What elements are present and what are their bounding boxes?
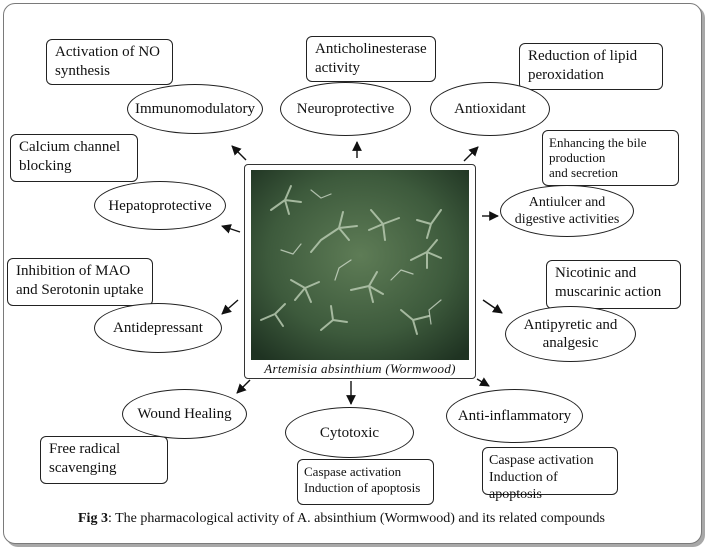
activity-antidepressant: Antidepressant (94, 303, 222, 353)
wormwood-plant-image (251, 170, 469, 360)
activity-anti-inflammatory: Anti-inflammatory (446, 389, 583, 443)
mechanism-free-radical: Free radical scavenging (40, 436, 168, 484)
mechanism-lipid-peroxidation: Reduction of lipid peroxidation (519, 43, 663, 90)
mechanism-text: Inhibition of MAO (16, 263, 131, 279)
mechanism-text: blocking (19, 158, 72, 174)
mechanism-caspase-cytotoxic: Caspase activation Induction of apoptosi… (297, 459, 434, 505)
activity-hepatoprotective: Hepatoprotective (94, 181, 226, 230)
mechanism-text: synthesis (55, 63, 111, 79)
activity-antiulcer: Antiulcer and digestive activities (500, 185, 634, 237)
mechanism-mao: Inhibition of MAO and Serotonin uptake (7, 258, 153, 306)
figure-caption: Fig 3: The pharmacological activity of A… (78, 511, 605, 527)
activity-label: Antiulcer and (528, 195, 606, 210)
mechanism-calcium-channel: Calcium channel blocking (10, 134, 138, 182)
mechanism-text: Nicotinic and (555, 265, 637, 281)
mechanism-text: Anticholinesterase (315, 41, 427, 57)
mechanism-text: Induction of apoptosis (489, 470, 558, 502)
mechanism-text: peroxidation (528, 67, 604, 83)
activity-label: Anti-inflammatory (457, 408, 572, 424)
figure-caption-text: : The pharmacological activity of A. abs… (107, 511, 606, 526)
mechanism-text: production (549, 150, 606, 165)
activity-label: Wound Healing (137, 406, 232, 422)
mechanism-text: Reduction of lipid (528, 48, 638, 64)
mechanism-anticholinesterase: Anticholinesterase activity (306, 36, 436, 82)
mechanism-text: scavenging (49, 460, 117, 476)
activity-label: Antioxidant (454, 101, 526, 117)
mechanism-text: muscarinic action (555, 284, 662, 300)
activity-wound-healing: Wound Healing (122, 389, 247, 439)
wormwood-photo: Artemisia absinthium (Wormwood) (244, 164, 476, 379)
mechanism-text: Caspase activation (304, 464, 402, 479)
mechanism-text: Induction of apoptosis (304, 480, 421, 495)
mechanism-caspase-inflammatory: Caspase activation Induction of apoptosi… (482, 447, 618, 502)
mechanism-text: Activation of NO (55, 44, 160, 60)
mechanism-text: Enhancing the bile (549, 135, 647, 150)
activity-neuroprotective: Neuroprotective (280, 82, 411, 136)
mechanism-text: and Serotonin uptake (16, 282, 144, 298)
activity-label: Hepatoprotective (108, 197, 212, 214)
activity-antioxidant: Antioxidant (430, 82, 550, 136)
activity-label: digestive activities (514, 212, 620, 227)
mechanism-text: activity (315, 60, 360, 76)
activity-label: Antidepressant (113, 320, 203, 336)
activity-label: analgesic (542, 335, 599, 351)
mechanism-bile: Enhancing the bile production and secret… (542, 130, 679, 186)
activity-label: Immunomodulatory (135, 101, 255, 117)
activity-cytotoxic: Cytotoxic (285, 407, 414, 458)
mechanism-text: Caspase activation (489, 453, 594, 468)
figure-label: Fig 3 (78, 511, 108, 526)
mechanism-no-synthesis: Activation of NO synthesis (46, 39, 173, 85)
activity-label: Antipyretic and (523, 317, 618, 333)
activity-immunomodulatory: Immunomodulatory (127, 84, 263, 134)
activity-label: Cytotoxic (319, 424, 380, 441)
mechanism-text: Calcium channel (19, 139, 121, 155)
mechanism-text: Free radical (49, 441, 121, 457)
mechanism-text: and secretion (549, 165, 618, 180)
mechanism-nicotinic: Nicotinic and muscarinic action (546, 260, 681, 309)
activity-antipyretic: Antipyretic and analgesic (505, 306, 636, 362)
photo-caption: Artemisia absinthium (Wormwood) (264, 361, 456, 376)
activity-label: Neuroprotective (296, 101, 395, 117)
